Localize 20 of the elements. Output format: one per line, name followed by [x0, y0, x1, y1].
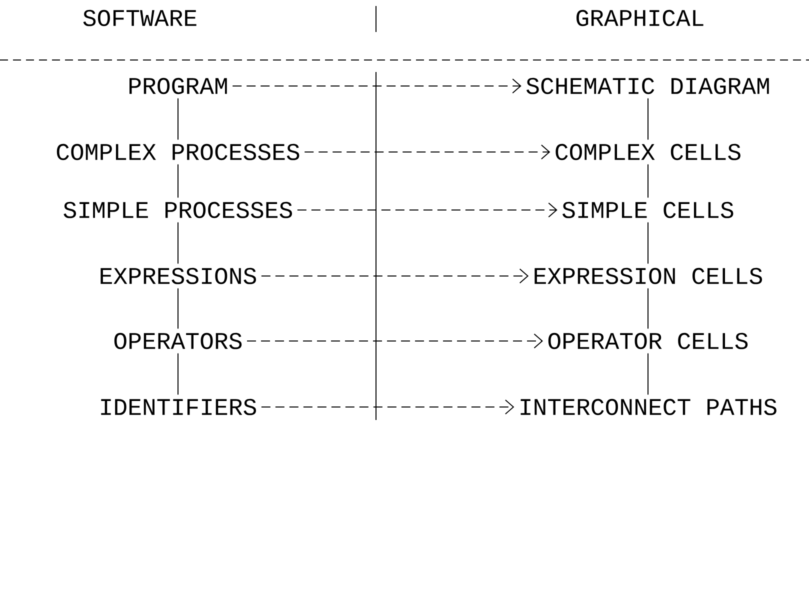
node-text: COMPLEX PROCESSES	[56, 144, 300, 160]
arrow	[246, 334, 543, 348]
arrow	[296, 202, 558, 218]
node-text: SIMPLE PROCESSES	[64, 202, 292, 218]
arrow	[232, 78, 522, 94]
node-text: SIMPLE CELLS	[562, 202, 734, 218]
node-text: EXPRESSION CELLS	[534, 268, 762, 284]
arrow	[304, 144, 550, 160]
node-text: OPERATOR CELLS	[548, 332, 748, 350]
node-text: IDENTIFIERS	[101, 398, 256, 416]
node-text: EXPRESSIONS	[100, 268, 256, 284]
node-text: PROGRAM	[130, 78, 227, 94]
arrow	[260, 400, 514, 414]
column-heading: GRAPHICAL	[576, 10, 704, 26]
arrow	[260, 268, 529, 284]
node-text: COMPLEX CELLS	[556, 144, 740, 160]
node-text: SCHEMATIC DIAGRAM	[526, 78, 769, 94]
column-heading: SOFTWARE	[83, 10, 196, 26]
node-text: OPERATORS	[114, 332, 242, 350]
node-text: INTERCONNECT PATHS	[520, 398, 776, 416]
